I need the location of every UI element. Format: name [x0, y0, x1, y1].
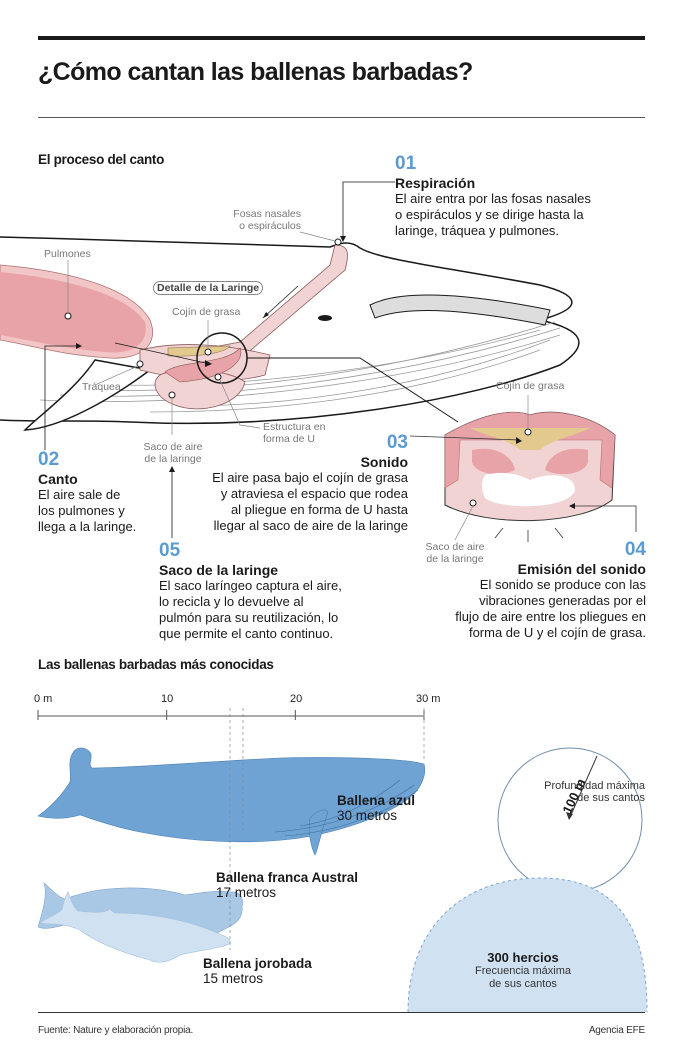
blue-whale-flipper: [308, 809, 329, 856]
dot-pulmones: [64, 312, 72, 320]
section-fat: [470, 428, 590, 450]
label-pulmones: Pulmones: [44, 248, 91, 260]
scale-tick-label-10: 10: [161, 693, 174, 705]
step01-pointer: [342, 181, 395, 240]
top-rule: [38, 36, 645, 40]
whale-eye: [318, 315, 332, 321]
frequency-circle: [407, 877, 648, 1012]
label-traquea: Tráquea: [82, 381, 121, 393]
detail-larynx-pill: Detalle de la Laringe: [153, 281, 264, 295]
scale-tick-label-0: 0 m: [34, 693, 53, 705]
baleen-plates: [369, 294, 551, 326]
depth-circle: [497, 747, 643, 893]
whale-flipper: [23, 359, 152, 431]
whale-size-comparison: 100 m: [37, 708, 648, 1012]
whale-body-outline: [0, 236, 580, 425]
length-guide-lines: [229, 708, 425, 950]
dot-traquea: [136, 360, 144, 368]
humpback-whale-silhouette: [39, 891, 231, 963]
label-cojin-grasa: Cojín de grasa: [172, 306, 241, 318]
section-fold-right: [545, 448, 588, 475]
step05-pointer: [169, 466, 175, 538]
blue-whale-grooves: [274, 779, 419, 837]
section-title-whales: Las ballenas barbadas más conocidas: [38, 657, 274, 672]
footer-credit: Agencia EFE: [588, 1025, 645, 1036]
section-title-process: El proceso del canto: [38, 152, 165, 167]
step02-pointer: [44, 345, 80, 450]
section-fold-left: [472, 448, 515, 475]
depth-arrow: [569, 755, 598, 818]
step-04: 04 Emisión del sonido El sonido se produ…: [455, 539, 646, 640]
section-air-space: [481, 472, 575, 507]
footer-source: Fuente: Nature y elaboración propia.: [38, 1025, 194, 1036]
blue-whale-silhouette: [37, 747, 426, 843]
label-saco-aire: Saco de aire de la laringe: [143, 441, 203, 465]
label-detail-saco: Saco de aire de la laringe: [425, 541, 485, 565]
step-03: 03 Sonido El aire pasa bajo el cojín de …: [212, 432, 408, 533]
dot-fosas: [334, 238, 342, 246]
depth-label: Profundidad máxima de sus cantos: [544, 780, 645, 804]
footer-divider: [38, 1012, 645, 1013]
step-05: 05 Saco de la laringe El saco laríngeo c…: [159, 540, 342, 641]
step-01: 01 Respiración El aire entra por las fos…: [395, 153, 591, 238]
detail-connector: [247, 357, 459, 423]
label-detail-cojin: Cojín de grasa: [496, 380, 565, 392]
label-fosas-nasales: Fosas nasales o espiráculos: [233, 208, 301, 232]
scale-axis: [37, 710, 425, 720]
larynx-cross-section: [409, 395, 637, 542]
scale-tick-label-30: 30 m: [416, 693, 441, 705]
page-title: ¿Cómo cantan las ballenas barbadas?: [38, 58, 473, 86]
whale-label-blue: Ballena azul 30 metros: [337, 793, 416, 823]
dot-u: [214, 373, 222, 381]
dot-cojin: [204, 348, 212, 356]
title-divider: [38, 117, 645, 118]
lung: [0, 272, 146, 353]
whale-label-right: Ballena franca Austral 17 metros: [216, 870, 359, 900]
whale-anatomy-illustration: [0, 181, 580, 450]
scale-tick-label-20: 20: [290, 693, 303, 705]
whale-label-humpback: Ballena jorobada 15 metros: [203, 956, 312, 986]
throat-grooves: [39, 321, 561, 413]
dot-saco: [168, 391, 176, 399]
label-estructura-u: Estructura en forma de U: [263, 421, 326, 445]
